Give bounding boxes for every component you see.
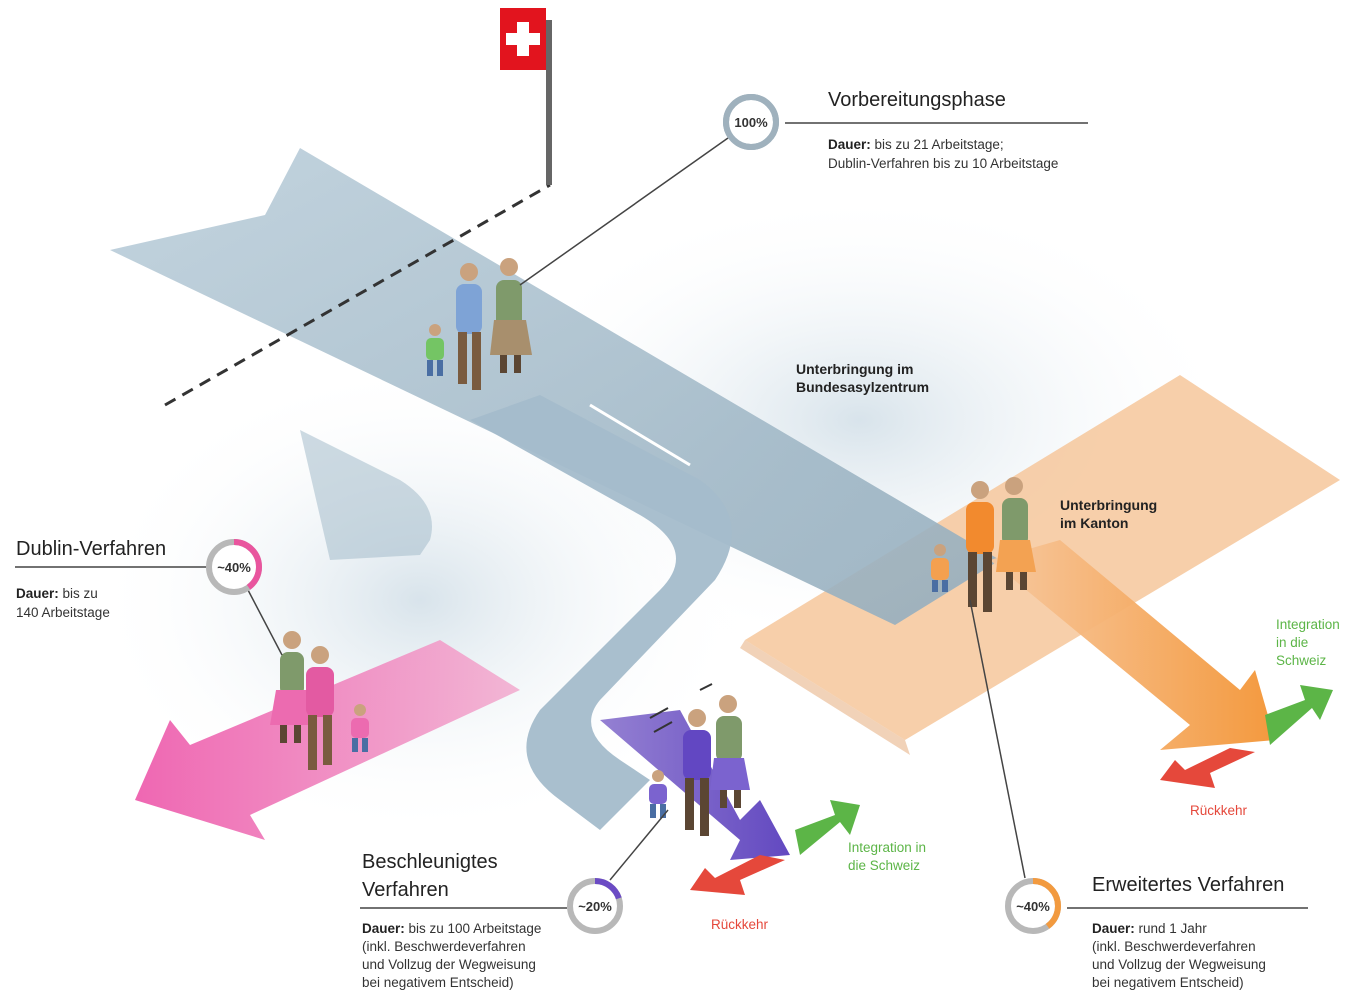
accelerated-return-arrow <box>690 855 785 895</box>
dublin-desc-label: Dauer: <box>16 586 59 601</box>
extended-integration-arrow <box>1265 685 1333 745</box>
family-group-dublin <box>270 631 369 770</box>
road-marking <box>589 403 691 467</box>
main-road <box>110 148 1000 625</box>
accelerated-integration-line1: Integration in <box>848 840 927 855</box>
accelerated-title-line1: Beschleunigtes <box>362 851 498 873</box>
extended-title: Erweitertes Verfahren <box>1092 874 1285 896</box>
leader-line-extended <box>969 599 1026 879</box>
leader-line-preparation <box>519 137 729 286</box>
family-group-accelerated <box>649 683 750 836</box>
dublin-description: Dauer: bis zu 140 Arbeitstage <box>16 584 110 622</box>
federal-center-line2: Bundesasylzentrum <box>796 379 930 395</box>
accelerated-integration-line2: die Schweiz <box>848 858 921 873</box>
family-group-canton <box>931 477 1036 612</box>
accelerated-road <box>470 395 732 830</box>
preparation-title: Vorbereitungsphase <box>828 89 1006 111</box>
extended-desc-line3: und Vollzug der Wegweisung <box>1092 957 1266 972</box>
extended-return-label: Rückkehr <box>1190 803 1248 818</box>
accelerated-desc-line4: bei negativem Entscheid) <box>362 975 514 990</box>
badge-extended: ~40% <box>1004 877 1062 935</box>
dublin-desc-line1: bis zu <box>58 586 98 601</box>
dublin-title: Dublin-Verfahren <box>16 538 167 560</box>
badge-dublin: ~40% <box>205 538 263 596</box>
leader-line-dublin <box>247 589 283 656</box>
canton-line1: Unterbringung <box>1060 497 1158 513</box>
accelerated-title-line2: Verfahren <box>362 879 449 901</box>
federal-center-line1: Unterbringung im <box>796 361 914 377</box>
extended-description: Dauer: rund 1 Jahr (inkl. Beschwerdeverf… <box>1092 920 1266 992</box>
accelerated-desc-label: Dauer: <box>362 921 405 936</box>
canton-area-edge <box>740 640 910 755</box>
family-group-preparation <box>426 258 532 390</box>
canton-label: Unterbringung im Kanton <box>1060 496 1157 532</box>
accelerated-desc-line1: bis zu 100 Arbeitstage <box>404 921 542 936</box>
accelerated-return-label: Rückkehr <box>711 917 769 932</box>
dublin-desc-line2: 140 Arbeitstage <box>16 605 110 620</box>
preparation-desc-label: Dauer: <box>828 137 871 152</box>
accelerated-desc-line2: (inkl. Beschwerdeverfahren <box>362 939 526 954</box>
preparation-desc-line1: bis zu 21 Arbeitstage; <box>870 137 1004 152</box>
federal-center-label: Unterbringung im Bundesasylzentrum <box>796 360 929 396</box>
preparation-desc-line2: Dublin-Verfahren bis zu 10 Arbeitstage <box>828 156 1059 171</box>
extended-desc-line2: (inkl. Beschwerdeverfahren <box>1092 939 1256 954</box>
extended-return-arrow <box>1160 748 1255 788</box>
swiss-flag-icon <box>500 8 546 70</box>
preparation-description: Dauer: bis zu 21 Arbeitstage; Dublin-Ver… <box>828 135 1058 173</box>
badge-preparation-value: 100% <box>734 114 768 130</box>
border-line <box>164 183 551 407</box>
canton-line2: im Kanton <box>1060 515 1129 531</box>
extended-desc-line4: bei negativem Entscheid) <box>1092 975 1244 990</box>
accelerated-desc-line3: und Vollzug der Wegweisung <box>362 957 536 972</box>
extended-integration-line1: Integration <box>1276 617 1340 632</box>
badge-preparation: 100% <box>722 93 780 151</box>
badge-extended-value: ~40% <box>1016 898 1050 914</box>
leader-line-accelerated <box>609 809 669 881</box>
dublin-road <box>300 430 432 560</box>
accelerated-integration-label: Integration in die Schweiz <box>848 839 926 875</box>
extended-integration-label: Integration in die Schweiz <box>1276 616 1340 670</box>
extended-desc-line1: rund 1 Jahr <box>1134 921 1207 936</box>
badge-dublin-value: ~40% <box>217 559 251 575</box>
extended-integration-line3: Schweiz <box>1276 653 1327 668</box>
flag-pole <box>546 20 552 185</box>
accelerated-integration-arrow <box>795 800 860 855</box>
accelerated-arrow <box>600 710 790 860</box>
extended-arrow <box>990 540 1275 750</box>
badge-accelerated-value: ~20% <box>578 898 612 914</box>
accelerated-title: Beschleunigtes Verfahren <box>362 848 498 904</box>
badge-accelerated: ~20% <box>566 877 624 935</box>
extended-integration-line2: in die <box>1276 635 1309 650</box>
extended-desc-label: Dauer: <box>1092 921 1135 936</box>
accelerated-description: Dauer: bis zu 100 Arbeitstage (inkl. Bes… <box>362 920 541 992</box>
